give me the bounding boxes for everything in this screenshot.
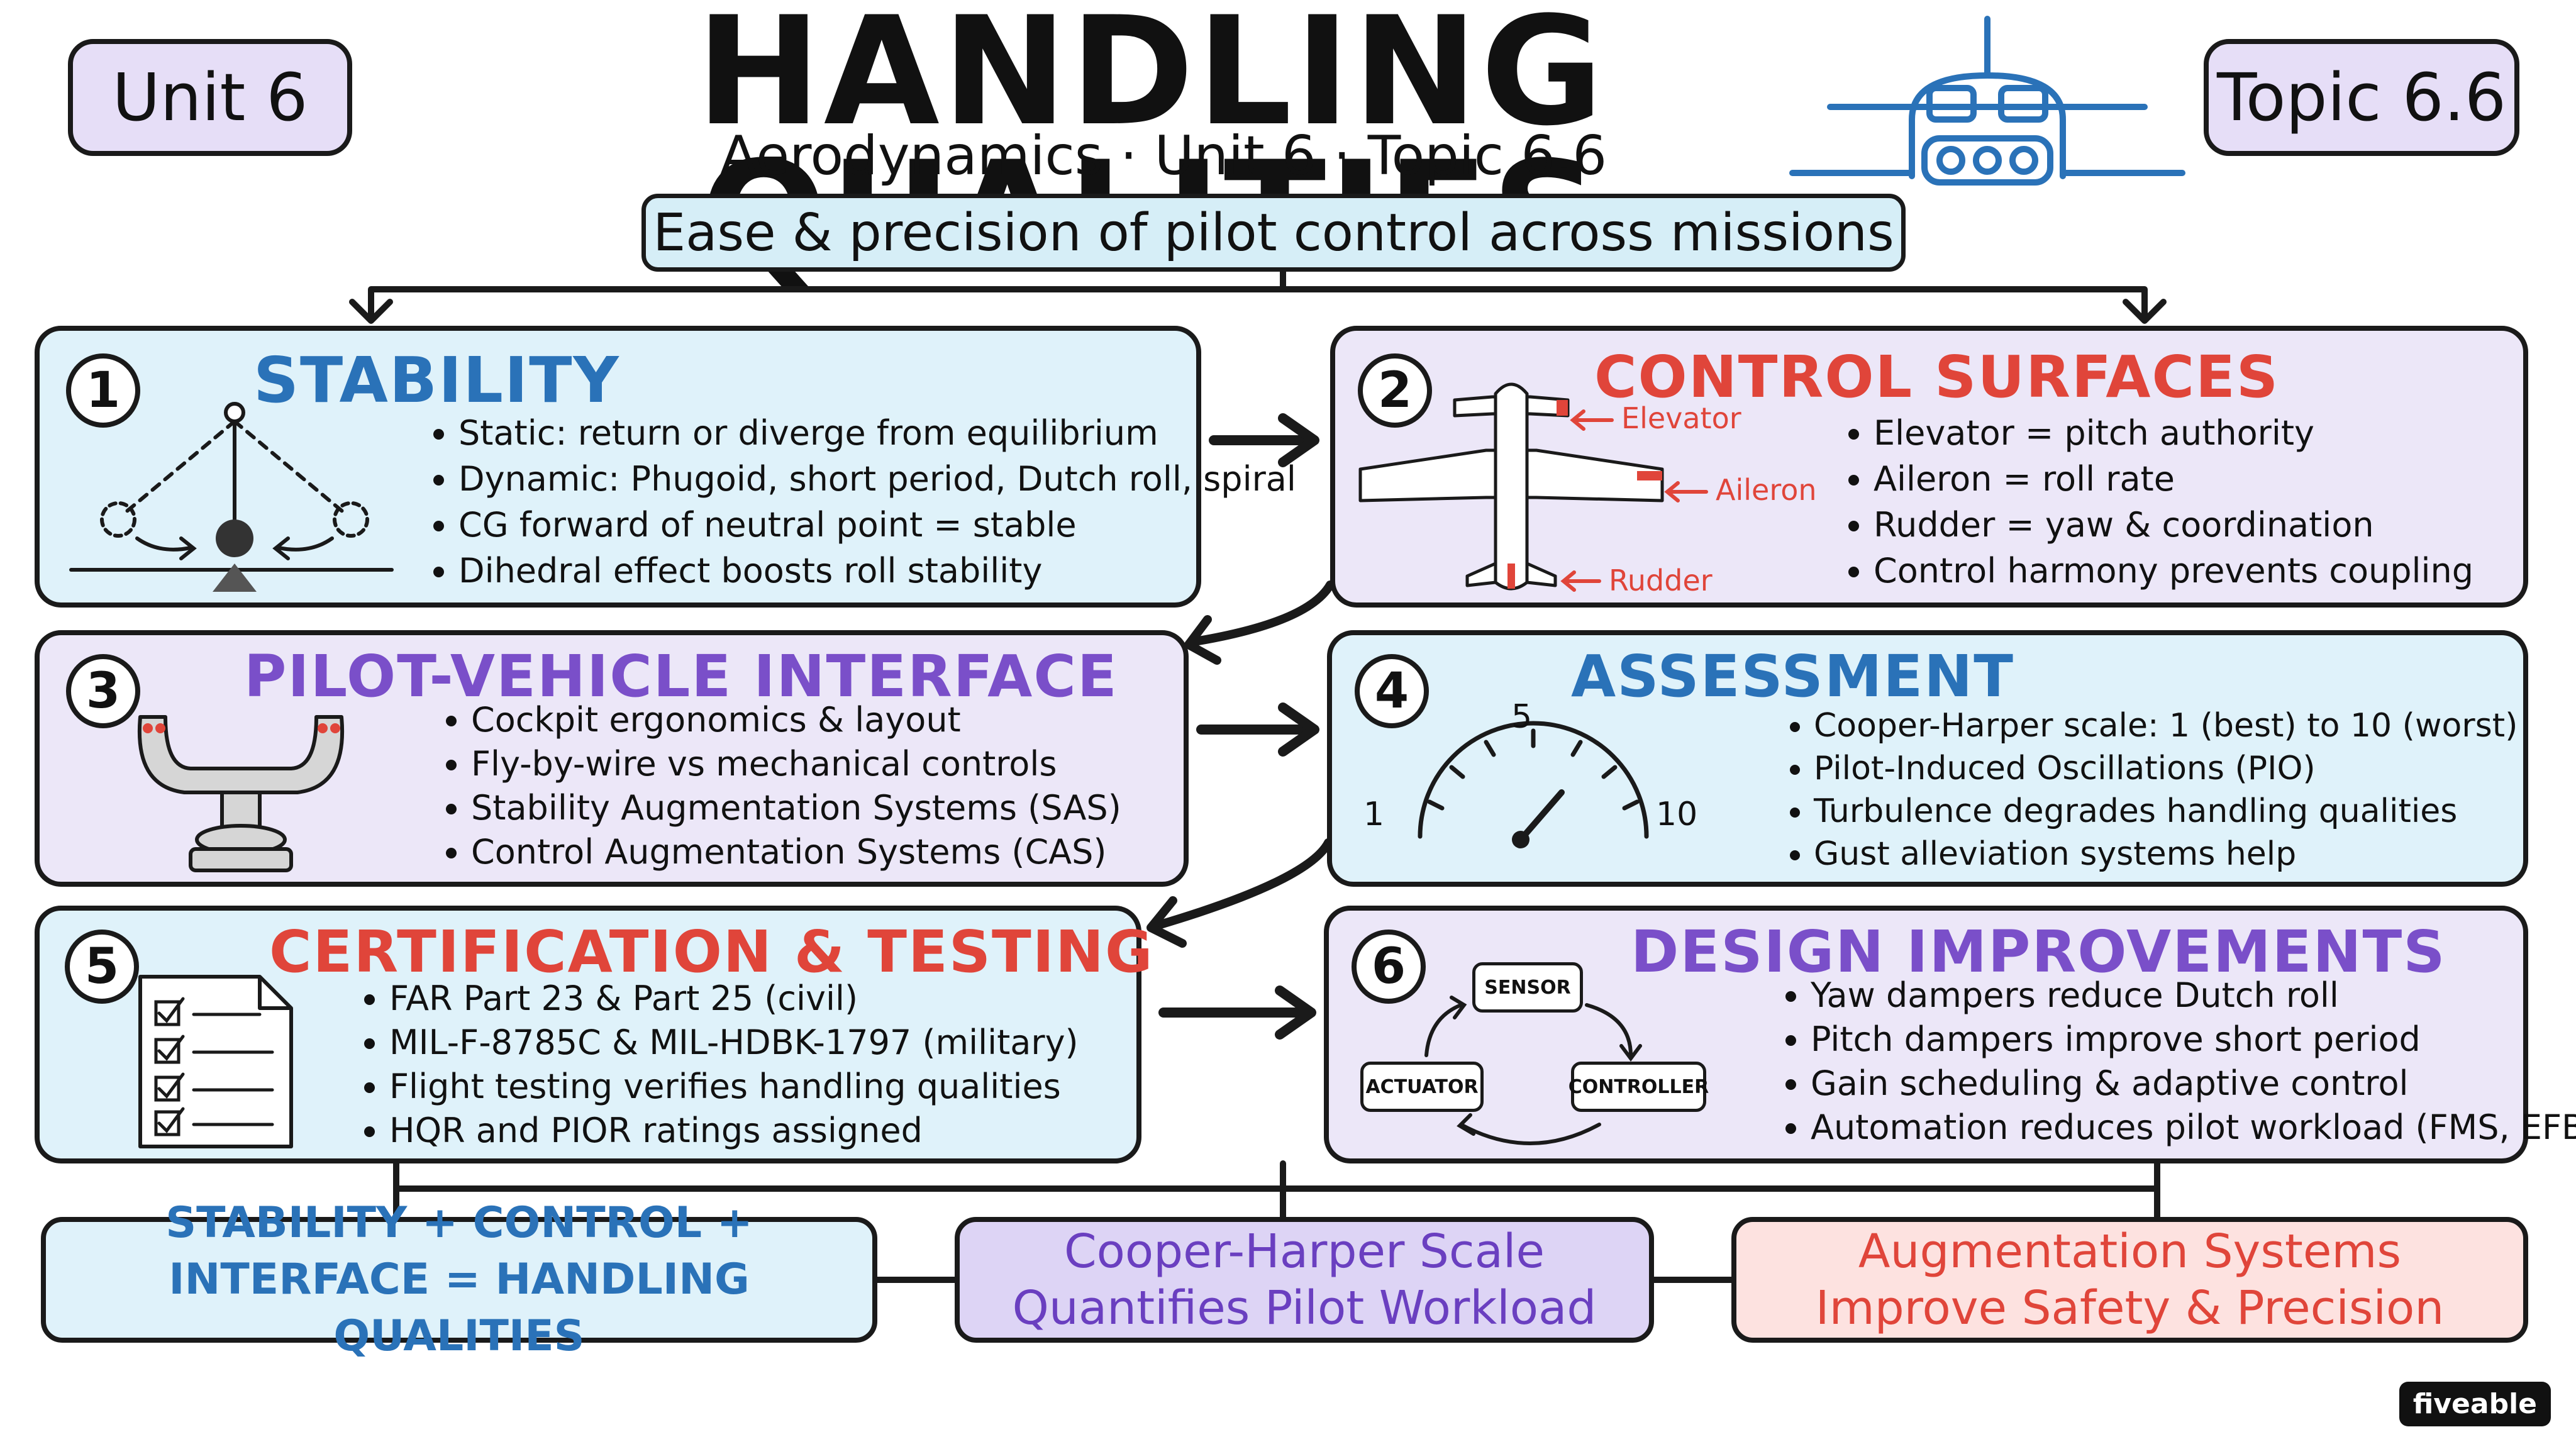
panel-design-improvements: 6 DESIGN IMPROVEMENTS SENSOR ACTUATOR CO…: [1324, 906, 2576, 1163]
bullet: Gust alleviation systems help: [1814, 833, 2518, 875]
bullet: CG forward of neutral point = stable: [458, 502, 1296, 548]
control-bullets: Elevator = pitch authority Aileron = rol…: [1845, 410, 2473, 594]
checklist-icon: [138, 975, 293, 1148]
bullet: Flight testing verifies handling qualiti…: [389, 1065, 1079, 1109]
controller-node: CONTROLLER: [1568, 1062, 1709, 1112]
panel-title: STABILITY: [253, 343, 620, 417]
bullet: Dihedral effect boosts roll stability: [458, 548, 1296, 594]
summary-line: Quantifies Pilot Workload: [1012, 1281, 1597, 1335]
panel-number: 5: [65, 930, 139, 1004]
panel-number: 2: [1358, 353, 1432, 428]
interface-bullets: Cockpit ergonomics & layout Fly-by-wire …: [442, 698, 1121, 874]
fiveable-logo: fiveable: [2399, 1382, 2551, 1426]
summary-line: STABILITY + CONTROL +: [165, 1198, 753, 1248]
certification-bullets: FAR Part 23 & Part 25 (civil) MIL-F-8785…: [360, 977, 1079, 1153]
panel-number: 4: [1355, 654, 1429, 728]
bullet: Stability Augmentation Systems (SAS): [471, 786, 1121, 830]
panel-number: 3: [66, 654, 140, 728]
bullet: Dynamic: Phugoid, short period, Dutch ro…: [458, 456, 1296, 502]
bullet: FAR Part 23 & Part 25 (civil): [389, 977, 1079, 1021]
panel-control-surfaces: 2 CONTROL SURFACES Elevator Aileron Rudd…: [1330, 326, 2528, 608]
panel-certification-testing: 5 CERTIFICATION & TESTING FAR Part 23 & …: [35, 906, 1153, 1163]
airplane-top-icon: [1358, 382, 1664, 591]
panel-title: PILOT-VEHICLE INTERFACE: [244, 643, 1118, 710]
panel-title: DESIGN IMPROVEMENTS: [1631, 918, 2446, 985]
design-bullets: Yaw dampers reduce Dutch roll Pitch damp…: [1782, 974, 2576, 1150]
summary-line: Cooper-Harper Scale: [1063, 1224, 1545, 1279]
panel-title: CONTROL SURFACES: [1594, 343, 2280, 411]
gauge-mid-label: 5: [1511, 698, 1533, 736]
control-yoke-icon: [137, 715, 345, 872]
summary-line: INTERFACE = HANDLING QUALITIES: [169, 1255, 750, 1361]
bullet: Control harmony prevents coupling: [1874, 548, 2473, 594]
summary-handling-qualities: STABILITY + CONTROL + INTERFACE = HANDLIN…: [41, 1198, 877, 1361]
bullet: Control Augmentation Systems (CAS): [471, 830, 1121, 874]
summary-line: Augmentation Systems: [1858, 1224, 2402, 1279]
bullet: Automation reduces pilot workload (FMS, …: [1811, 1106, 2576, 1150]
bullet: Pitch dampers improve short period: [1811, 1018, 2576, 1062]
bullet: Aileron = roll rate: [1874, 456, 2473, 502]
feedback-loop-arrows: [1424, 996, 1642, 1145]
tagline-banner: Ease & precision of pilot control across…: [641, 194, 1906, 272]
bullet: Fly-by-wire vs mechanical controls: [471, 742, 1121, 786]
panel-pilot-vehicle-interface: 3 PILOT-VEHICLE INTERFACE Cockpit ergono…: [35, 630, 1189, 887]
gauge-max-label: 10: [1656, 796, 1698, 833]
aileron-label: Aileron: [1716, 473, 1817, 507]
bullet: HQR and PIOR ratings assigned: [389, 1109, 1079, 1153]
panel-number: 1: [66, 353, 140, 428]
sensor-node: SENSOR: [1472, 962, 1583, 1013]
pendulum-icon: [69, 402, 394, 592]
actuator-node: ACTUATOR: [1360, 1062, 1484, 1112]
panel-stability: 1 STABILITY Static: return or diverge fr…: [35, 326, 1296, 608]
summary-line: Improve Safety & Precision: [1815, 1281, 2445, 1335]
panel-title: ASSESSMENT: [1571, 643, 2014, 710]
assessment-bullets: Cooper-Harper scale: 1 (best) to 10 (wor…: [1785, 704, 2518, 875]
panel-title: CERTIFICATION & TESTING: [269, 918, 1154, 985]
bullet: Yaw dampers reduce Dutch roll: [1811, 974, 2576, 1018]
bullet: MIL-F-8785C & MIL-HDBK-1797 (military): [389, 1021, 1079, 1065]
bullet: Gain scheduling & adaptive control: [1811, 1062, 2576, 1106]
topic-tag: Topic 6.6: [2204, 39, 2519, 156]
unit-tag: Unit 6: [68, 39, 352, 156]
bullet: Pilot-Induced Oscillations (PIO): [1814, 747, 2518, 790]
bullet: Static: return or diverge from equilibri…: [458, 410, 1296, 456]
pointer-arrows: [1560, 409, 1708, 592]
panel-assessment: 4 ASSESSMENT 1 5 10 Cooper-Harper scale:…: [1327, 630, 2528, 887]
bullet: Rudder = yaw & coordination: [1874, 502, 2473, 548]
airplane-front-icon: [1789, 16, 2185, 186]
rudder-label: Rudder: [1609, 564, 1713, 597]
stability-bullets: Static: return or diverge from equilibri…: [430, 410, 1296, 594]
bullet: Elevator = pitch authority: [1874, 410, 2473, 456]
bullet: Turbulence degrades handling qualities: [1814, 790, 2518, 833]
page-subtitle: Aerodynamics · Unit 6 · Topic 6.6: [719, 125, 1607, 187]
panel-number: 6: [1352, 930, 1426, 1004]
gauge-icon: [1418, 721, 1649, 848]
bullet: Cooper-Harper scale: 1 (best) to 10 (wor…: [1814, 704, 2518, 747]
gauge-min-label: 1: [1363, 796, 1385, 833]
elevator-label: Elevator: [1621, 401, 1741, 435]
bullet: Cockpit ergonomics & layout: [471, 698, 1121, 742]
